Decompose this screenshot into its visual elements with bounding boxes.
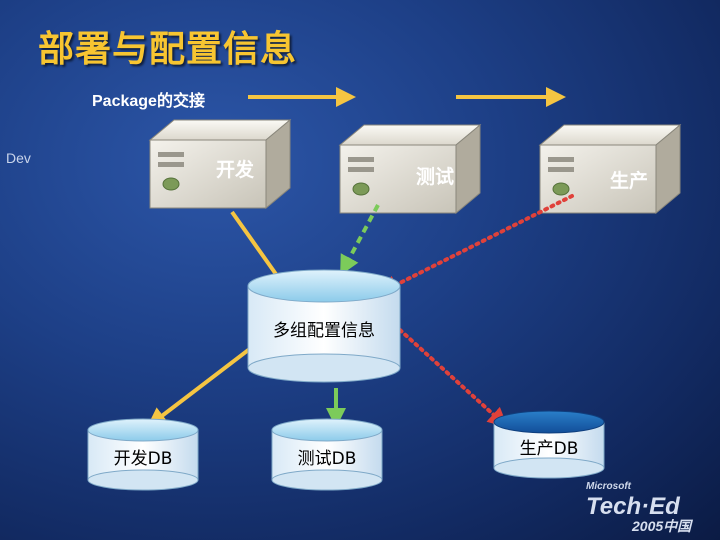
test-server: 测试 (338, 123, 482, 215)
arrow-prod-to-config (378, 194, 574, 294)
prod-db-label: 生产DB (520, 439, 579, 459)
config-database: 多组配置信息 (247, 269, 401, 383)
arrow-config-to-prod-db (398, 328, 508, 428)
package-handoff-label: Package的交接 (92, 93, 205, 110)
teched-logo: Microsoft Tech·Ed 2005中国 (586, 481, 693, 534)
prod-server: 生产 (538, 123, 682, 215)
config-db-label: 多组配置信息 (273, 321, 375, 341)
page-title: 部署与配置信息 (38, 28, 298, 70)
dev-db-label: 开发DB (114, 449, 173, 469)
dev-label: Dev (6, 150, 31, 166)
dev-database: 开发DB (87, 418, 199, 491)
test-database: 测试DB (271, 418, 383, 491)
logo-brand: Microsoft (586, 481, 632, 492)
test-db-label: 测试DB (298, 449, 357, 469)
arrow-test-to-config (340, 204, 380, 276)
logo-event: Tech·Ed (586, 493, 681, 520)
server-label-test: 测试 (416, 166, 454, 188)
prod-database: 生产DB (493, 410, 605, 479)
dev-server: 开发 (148, 118, 292, 210)
server-label-dev: 开发 (216, 158, 255, 181)
server-label-prod: 生产 (610, 169, 648, 192)
logo-year: 2005中国 (631, 518, 693, 534)
